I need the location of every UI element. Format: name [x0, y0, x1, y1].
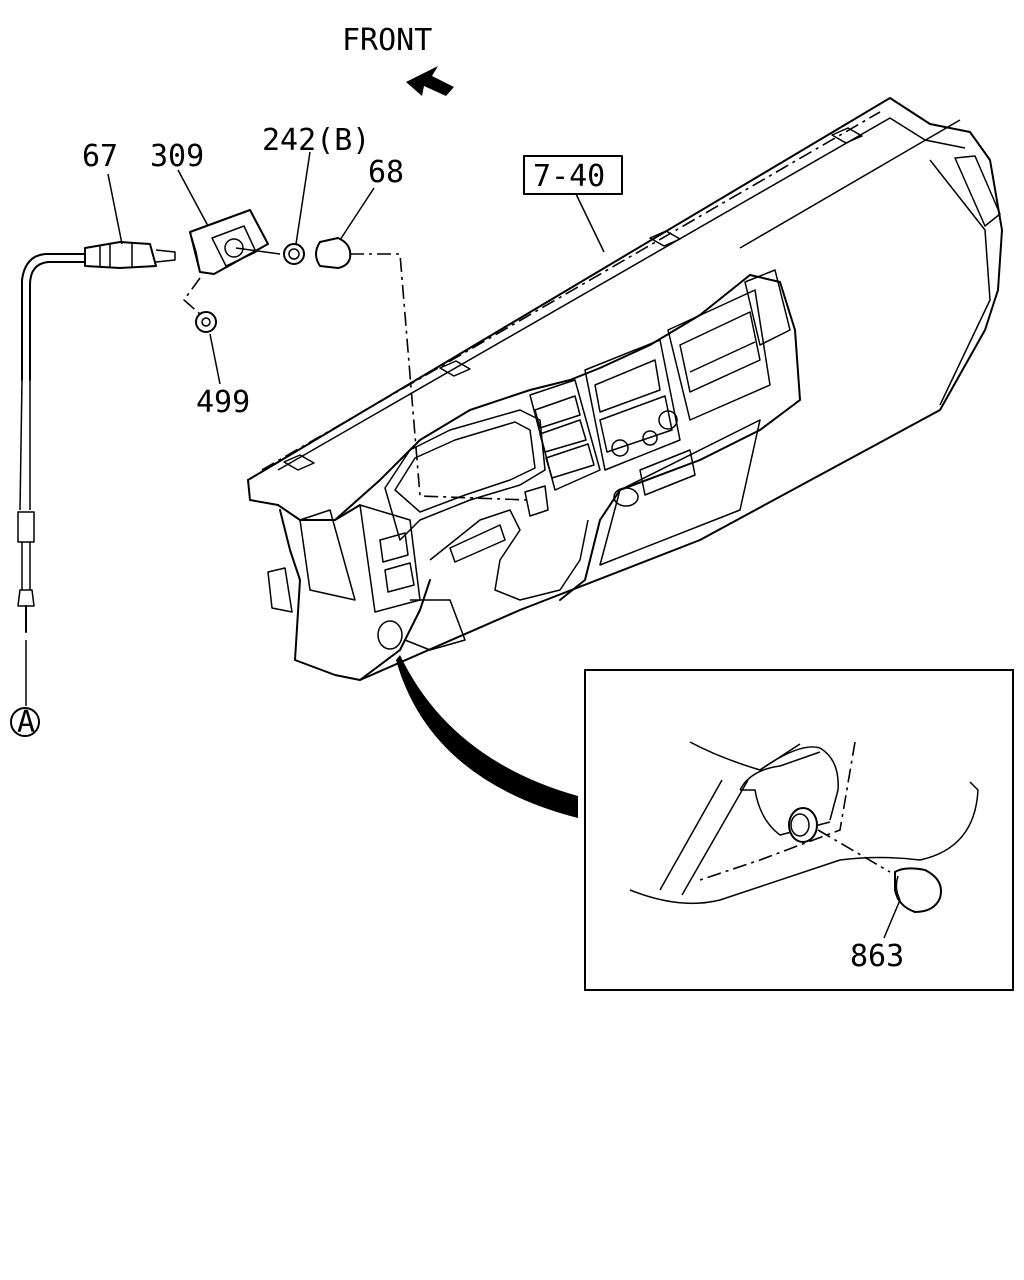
knob-leader — [350, 253, 529, 501]
callout-309: 309 — [150, 139, 204, 174]
knob-part — [315, 237, 352, 269]
reference-box-label: 7-40 — [533, 159, 605, 194]
cable-part — [17, 241, 176, 706]
detail-pointer — [396, 655, 578, 818]
dashboard-panel — [247, 97, 1003, 681]
circle-letter-icon: A — [10, 705, 40, 740]
bracket-part — [189, 209, 269, 275]
callout-863: 863 — [850, 939, 904, 974]
callout-68: 68 — [368, 155, 404, 190]
detail-inset: 863 — [584, 669, 1014, 991]
connector-label: A — [17, 705, 35, 740]
callout-67: 67 — [82, 139, 118, 174]
nut-part — [283, 243, 305, 265]
front-label: FRONT — [342, 23, 432, 58]
callout-242b: 242(B) — [262, 123, 370, 158]
reference-box: 7-40 — [523, 155, 623, 253]
arrow-left-icon — [406, 66, 454, 96]
callout-499: 499 — [196, 385, 250, 420]
clip-part — [182, 277, 217, 333]
callout-leaders — [107, 151, 375, 385]
